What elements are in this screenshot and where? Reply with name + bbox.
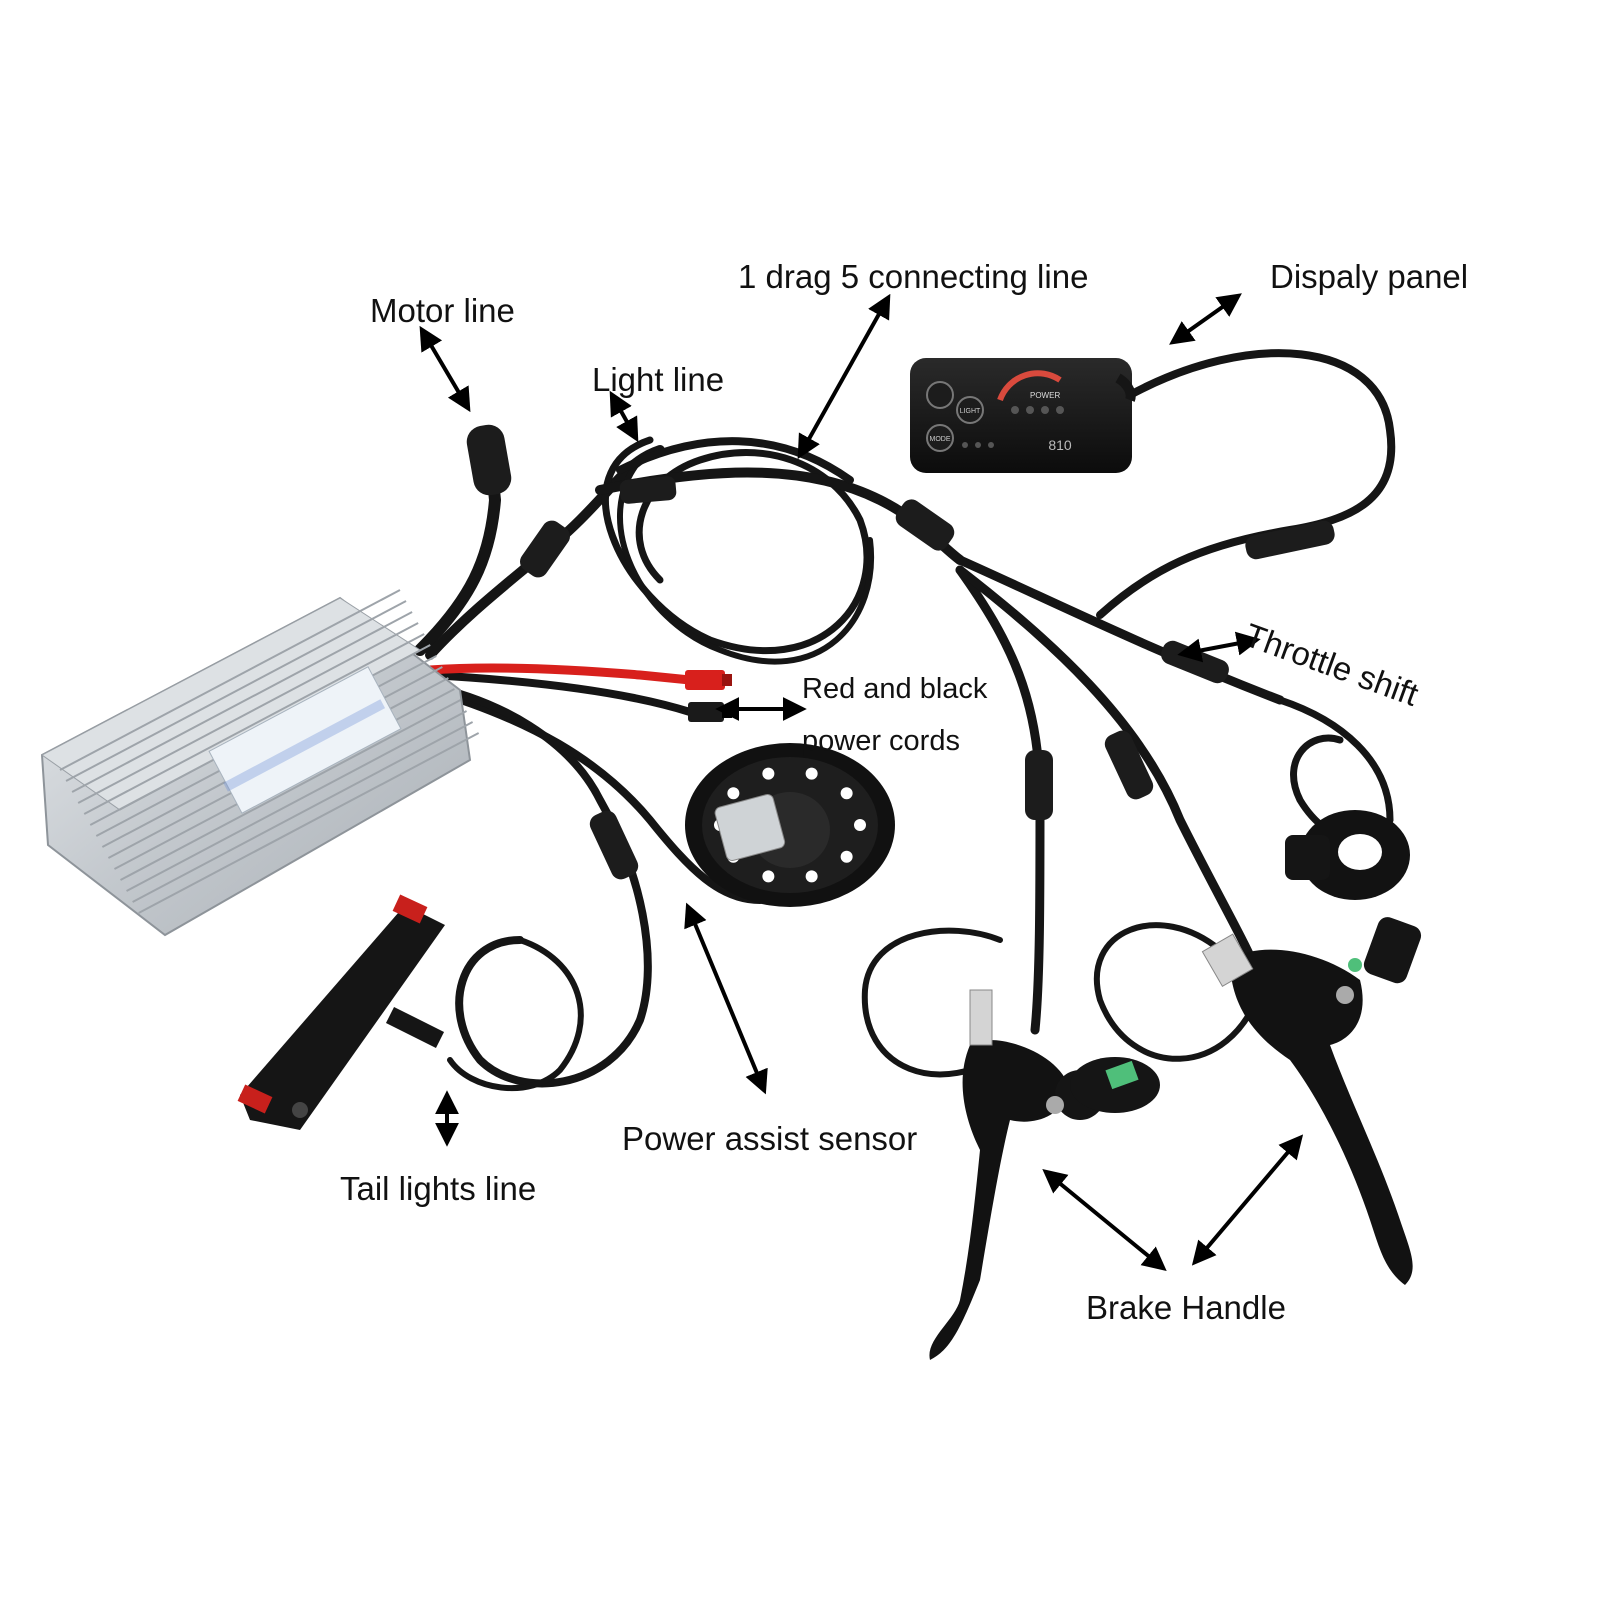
controller-fin: [126, 710, 468, 892]
arrow-display-panel: [1169, 293, 1242, 345]
controller-fin: [138, 732, 480, 914]
thumb-throttle: [1285, 810, 1410, 900]
controller-fin: [132, 721, 474, 903]
arrow-light-line: [609, 390, 639, 443]
arrow-motor-line: [419, 325, 471, 413]
label-brake-handle: Brake Handle: [1086, 1289, 1286, 1326]
tail-light: [237, 894, 445, 1130]
controller-fin: [120, 699, 461, 881]
connector: [619, 476, 677, 504]
connector: [589, 810, 639, 880]
label-light-line: Light line: [592, 361, 725, 398]
tail-light-cable: [421, 681, 652, 1088]
power-assist-sensor-disc: [685, 743, 895, 907]
label-connecting-line: 1 drag 5 connecting line: [738, 258, 1089, 295]
annotation-arrows: [419, 293, 1304, 1272]
sensor-magnet-hole: [840, 850, 853, 863]
left-brake-lever: [929, 989, 1160, 1360]
connectors: [466, 424, 1335, 880]
label-power-assist-sensor: Power assist sensor: [622, 1120, 918, 1157]
controller-fin: [59, 589, 401, 771]
sensor-magnet-hole: [840, 787, 853, 800]
sensor-magnet-hole: [762, 767, 775, 780]
tail-light-cable-2: [447, 937, 584, 1092]
sensor-magnet-hole: [854, 819, 866, 831]
cables: [414, 349, 1396, 1092]
arrow-brake-right: [1191, 1134, 1304, 1266]
display-cable: [1096, 349, 1396, 619]
arrow-throttle-shift: [1177, 631, 1261, 663]
display-model-number: 810: [1048, 437, 1072, 453]
connector: [895, 499, 955, 551]
motor-cable: [414, 444, 502, 656]
sensor-magnet-hole: [805, 767, 818, 780]
sensor-magnet-hole: [727, 787, 740, 800]
controller-fin: [83, 633, 425, 815]
connector: [1245, 520, 1335, 560]
controller-fin: [77, 622, 419, 804]
label-display-panel: Dispaly panel: [1270, 258, 1469, 295]
display-mode-label: MODE: [930, 436, 951, 443]
connector: [1104, 730, 1154, 800]
display-power-text: POWER: [1030, 391, 1060, 400]
label-power-cords-line2: power cords: [802, 725, 960, 757]
light-cable-coil-2: [617, 457, 875, 665]
brake-tag-left: [1105, 1060, 1139, 1090]
controller-box: [40, 589, 480, 937]
controller-label-sticker: [208, 666, 402, 814]
connector: [520, 520, 570, 578]
arrow-brake-left: [1042, 1168, 1167, 1272]
right-brake-cable: [955, 565, 1265, 985]
connector: [1025, 750, 1053, 820]
power-gauge: [997, 370, 1062, 402]
display-light-button: [956, 396, 984, 424]
display-leds: [962, 406, 1064, 448]
label-motor-line: Motor line: [370, 292, 515, 329]
display-panel: LIGHT MODE POWER 810: [910, 358, 1136, 473]
red-power-cord: [429, 663, 732, 722]
display-power-button: [926, 381, 954, 409]
controller-fin: [65, 600, 407, 782]
left-brake-cable-loop: [861, 927, 1013, 1078]
label-power-cords-line1: Red and black: [802, 673, 988, 705]
main-harness-cable-2: [616, 437, 854, 484]
sensor-magnet-hole: [762, 870, 775, 883]
throttle-cable: [955, 555, 1285, 705]
black-power-cord: [426, 671, 694, 716]
sensor-cable: [426, 686, 764, 904]
right-brake-lever: [1201, 917, 1422, 1285]
display-light-label: LIGHT: [960, 408, 981, 415]
sensor-magnet-hole: [805, 870, 818, 883]
display-mode-button: [926, 424, 954, 452]
right-brake-cable-loop: [1093, 922, 1263, 1062]
brake-tag-right: [1348, 958, 1362, 972]
controller-fin: [71, 611, 413, 793]
arrow-power-assist-sensor: [684, 902, 768, 1095]
arrow-connecting-line: [797, 293, 891, 460]
connector: [466, 424, 512, 496]
label-tail-lights-line: Tail lights line: [340, 1170, 537, 1207]
